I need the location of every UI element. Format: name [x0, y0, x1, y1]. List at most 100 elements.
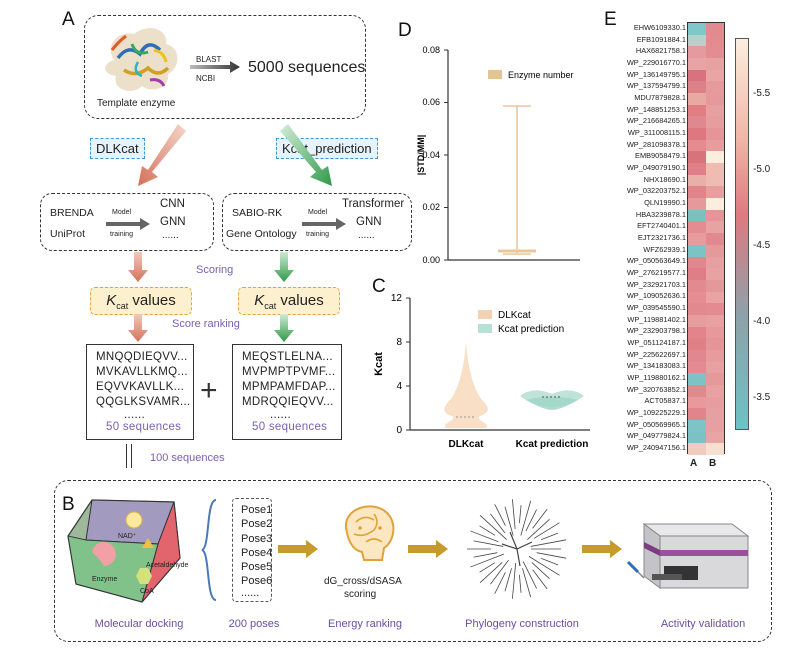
heatmap-cell: [688, 361, 706, 374]
heatmap-row-label: ACT05837.1: [644, 396, 687, 406]
blast-arrow: [190, 61, 240, 73]
heatmap-cell: [706, 221, 724, 234]
kcat-subscript: cat: [264, 301, 277, 311]
heatmap-cell: [706, 314, 724, 327]
more-models: ......: [358, 230, 375, 241]
heatmap-row-label: WP_148851253.1: [626, 104, 686, 114]
heatmap-row-label: WP_032203752.1: [626, 186, 686, 196]
heatmap-row-label: WP_225622697.1: [626, 349, 686, 359]
tree-branch: [479, 562, 496, 573]
uniprot-label: UniProt: [50, 228, 86, 240]
tree-branch: [479, 515, 507, 540]
heatmap-row-label: EHW6109330.1: [633, 22, 686, 32]
heatmap-cell: [706, 198, 724, 211]
heatmap-cell: [688, 81, 706, 94]
nad-molecule: [125, 511, 143, 529]
legend-label: Kcat prediction: [498, 324, 564, 335]
model-label: Model: [308, 209, 328, 216]
heatmap-cell: [688, 69, 706, 82]
kcat-prediction-model-box: [222, 193, 412, 251]
plus-sign: +: [200, 374, 218, 407]
poses-list: Pose1 Pose2 Pose3 Pose4 Pose5 Pose6 ....…: [232, 498, 272, 602]
heatmap-cell: [688, 384, 706, 397]
heatmap-row-label: WP_119880162.1: [627, 373, 686, 383]
heatmap-row-label: WP_049779824.1: [626, 431, 686, 441]
equals-connector: [126, 444, 132, 468]
training-arrow: [302, 218, 346, 230]
heatmap-row-label: WP_050563649.1: [626, 256, 686, 266]
kcat-symbol: K: [106, 292, 117, 309]
phylogeny-tree-icon: [467, 499, 567, 599]
heatmap-cell: [706, 279, 724, 292]
heatmap-row-label: WP_134183083.1: [626, 361, 686, 371]
heatmap-cell: [688, 291, 706, 304]
heatmap-row-label: WP_049079190.1: [626, 162, 686, 172]
heatmap-cell: [706, 443, 724, 456]
legend-swatch: [478, 310, 492, 319]
tree-branch: [479, 562, 503, 583]
heatmap-row-label: WP_050569965.1: [626, 419, 686, 429]
heatmap-cell: [706, 81, 724, 94]
flow-arrow: [278, 540, 318, 558]
colorbar-tick: -5.5: [753, 88, 771, 99]
kcat-prediction-kcat-values: Kcat values: [238, 287, 340, 315]
tree-branch: [519, 505, 522, 524]
heatmap-row-label: WP_216684265.1: [626, 116, 686, 126]
heatmap-row-label: HAX6821758.1: [635, 46, 686, 56]
dlkcat-model-box: [40, 193, 214, 251]
heatmap-cell: [688, 349, 706, 362]
heatmap-row-label: WP_136149795.1: [626, 69, 686, 79]
tree-branch: [536, 552, 567, 559]
tree-branch: [525, 509, 537, 532]
tree-branch: [470, 553, 505, 568]
heatmap-row-label: WFZ62939.1: [643, 244, 686, 254]
sequence-count: 50 sequences: [252, 421, 328, 433]
tree-branch: [511, 562, 517, 599]
sequences-count: 5000 sequences: [248, 59, 366, 76]
heatmap-cell: [688, 139, 706, 152]
heatmap-row-label: WP_137594799.1: [626, 81, 686, 91]
tree-branch: [541, 558, 559, 566]
heatmap-row-label: WP_109225229.1: [626, 408, 686, 418]
tree-branch: [520, 500, 532, 536]
scoring-metric-label: dG_cross/dSASA: [324, 576, 402, 587]
heatmap-cell: [706, 291, 724, 304]
heatmap-cell: [688, 244, 706, 257]
transformer-label: Transformer: [342, 198, 405, 210]
pose-item: Pose5: [241, 561, 273, 574]
kcat-prediction-violin-core: [526, 397, 578, 410]
docking-cube: [67, 499, 181, 603]
tree-branch: [473, 552, 498, 558]
sequence-line: MDRQQIEQVV...: [242, 396, 334, 408]
tree-branch: [532, 569, 548, 590]
heatmap-cell: [706, 174, 724, 187]
heatmap-cell: [706, 163, 724, 176]
kcat-values-text: values: [276, 292, 324, 309]
legend-label: DLKcat: [498, 310, 531, 321]
sequence-line: MPMPAMFDAP...: [242, 381, 336, 393]
panel-b-letter: B: [62, 494, 75, 515]
y-tick-label: 12: [391, 293, 403, 304]
heatmap-row-label: WP_109052636.1: [626, 291, 686, 301]
dlkcat-kcat-values: Kcat values: [90, 287, 192, 315]
sequence-line: EQVVKAVLLK...: [96, 381, 185, 393]
legend-swatch: [488, 70, 502, 79]
kcat-values-text: values: [128, 292, 176, 309]
caption-molecular-docking: Molecular docking: [94, 618, 184, 630]
heatmap-cell: [688, 338, 706, 351]
tree-branch: [504, 568, 512, 592]
sequence-line: MNQQDIEQVV...: [96, 351, 188, 363]
heatmap-cell: [706, 384, 724, 397]
heatmap-cell: [688, 128, 706, 141]
x-tick-label: DLKcat: [448, 439, 484, 450]
heatmap-cell: [706, 431, 724, 444]
pose-item: Pose1: [241, 504, 273, 516]
pose-item: Pose3: [241, 532, 273, 545]
heatmap-row-label: WP_240947156.1: [626, 443, 686, 453]
heatmap-cell: [688, 326, 706, 339]
heatmap-cell: [688, 408, 706, 421]
tree-branch: [470, 530, 499, 543]
heatmap-cell: [688, 268, 706, 281]
heatmap-cell: [688, 233, 706, 246]
sequence-ellipsis: ......: [270, 409, 291, 421]
